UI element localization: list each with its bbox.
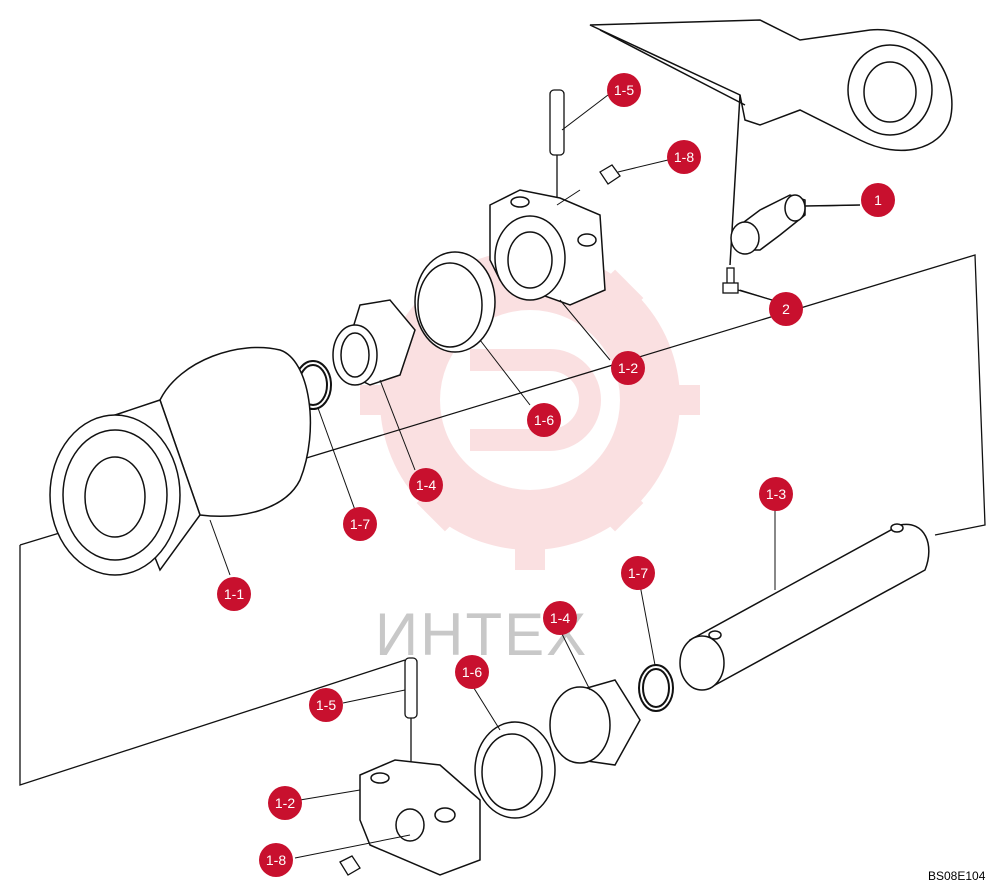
bushing-part-1-4-lower	[549, 679, 641, 766]
floating-seal-part-1-6-upper	[414, 251, 496, 353]
callout-label: 1-4	[416, 477, 436, 493]
callout-label: 1-6	[534, 412, 554, 428]
callout-1: 1	[861, 183, 895, 217]
callout-1-2-upper: 1-2	[611, 351, 645, 385]
callout-1-1: 1-1	[217, 577, 251, 611]
floating-seal-part-1-6-lower	[474, 721, 556, 819]
leader-lines	[209, 94, 861, 859]
callout-1-2-lower: 1-2	[268, 786, 302, 820]
callout-label: 1-8	[674, 149, 694, 165]
drawing-code: BS08E104	[928, 869, 986, 883]
callout-1-7-lower: 1-7	[621, 556, 655, 590]
callout-label: 1-3	[766, 486, 786, 502]
callout-label: 1-1	[224, 586, 244, 602]
callout-label: 1-5	[316, 697, 336, 713]
callout-1-6-lower: 1-6	[455, 655, 489, 689]
callout-2: 2	[769, 292, 803, 326]
callout-1-7-upper: 1-7	[343, 507, 377, 541]
callout-label: 1-7	[350, 516, 370, 532]
callout-label: 1	[874, 192, 882, 208]
exploded-view-frame	[19, 254, 986, 786]
callout-label: 1-8	[266, 852, 286, 868]
callout-1-4-lower: 1-4	[543, 601, 577, 635]
bushing-part-1-4-upper	[332, 299, 416, 386]
o-ring-part-1-7-lower	[638, 664, 674, 712]
pin-part-1-5-lower	[404, 657, 418, 790]
callout-1-6-upper: 1-6	[527, 403, 561, 437]
callout-1-8-upper: 1-8	[667, 140, 701, 174]
callout-label: 1-4	[550, 610, 570, 626]
callout-1-5-lower: 1-5	[309, 688, 343, 722]
callout-1-5-upper: 1-5	[607, 73, 641, 107]
track-frame-part	[589, 19, 953, 266]
collar-part-1-2-upper	[489, 189, 606, 306]
callout-label: 1-6	[462, 664, 482, 680]
callout-label: 1-5	[614, 82, 634, 98]
callout-1-3: 1-3	[759, 477, 793, 511]
bolt-part-2	[722, 267, 773, 301]
callout-label: 1-2	[275, 795, 295, 811]
shaft-part-1-3	[679, 523, 930, 691]
fitting-part-1	[730, 194, 861, 255]
callout-label: 1-7	[628, 565, 648, 581]
collar-part-1-2-lower	[359, 759, 481, 876]
plug-part-1-8-upper	[599, 164, 621, 185]
callout-label: 2	[782, 301, 790, 317]
plug-part-1-8-lower	[339, 855, 361, 876]
track-roller-part-1-1	[49, 346, 312, 576]
callout-1-8-lower: 1-8	[259, 843, 293, 877]
callout-label: 1-2	[618, 360, 638, 376]
callout-1-4-upper: 1-4	[409, 468, 443, 502]
